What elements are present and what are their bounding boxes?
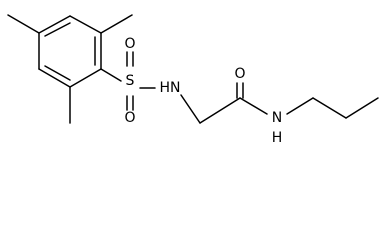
bond-ring-inner-c6-c1 [44,22,71,37]
bond-ch2-to-carbonyl [199,97,241,124]
atom-sulfur: S [126,73,135,89]
bond-propyl-2-3 [345,97,379,119]
atom-amide-n: N [272,110,282,126]
bond-ring-c3-c4 [69,68,102,88]
bond-carbonyl-to-n [239,97,268,115]
atom-sulfonyl-oxygen-top: O [124,36,135,52]
atom-amide-h: H [272,130,283,146]
bond-propyl-1-2 [312,97,347,119]
chemical-structure-diagram: S O O HN O N H [7,14,379,146]
bond-nh-to-ch2 [180,94,201,124]
bond-n-to-propyl [286,97,314,115]
bond-methyl-top-right [100,14,133,34]
bond-ring-inner-c4-c5 [44,65,71,81]
bond-ring-c6-c1 [38,15,71,34]
atom-sulfonamide-nh: HN [160,80,181,96]
atom-labels: S O O HN O N H [124,36,282,146]
bond-ring-c4-c5 [38,68,71,88]
atom-carbonyl-oxygen: O [234,66,245,82]
bond-methyl-top-left [7,14,40,34]
bond-ring-to-sulfur [100,68,122,82]
atom-sulfonyl-oxygen-bottom: O [124,110,135,126]
bonds [7,14,379,124]
bond-ring-c1-c2 [69,15,102,34]
